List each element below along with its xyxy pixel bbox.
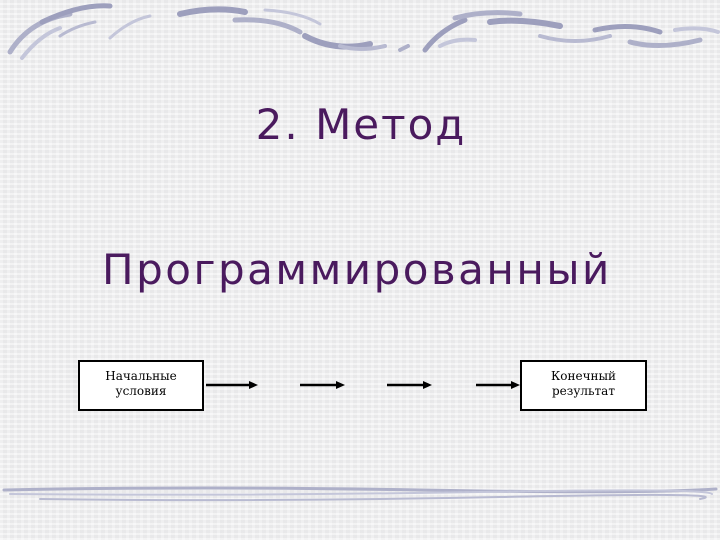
- flow-arrow-2: [300, 381, 345, 389]
- slide-title: 2. Метод: [0, 100, 720, 149]
- start-box-line1: Начальные: [80, 369, 202, 384]
- top-decorative-strokes: [0, 0, 720, 62]
- end-box-line1: Конечный: [522, 369, 645, 384]
- flow-arrow-1: [206, 381, 258, 389]
- slide-subtitle: Программированный: [102, 245, 612, 294]
- flow-arrow-3: [387, 381, 432, 389]
- end-result-box: Конечный результат: [520, 360, 647, 411]
- bottom-decorative-strokes: [0, 480, 720, 508]
- end-box-line2: результат: [522, 384, 645, 399]
- start-conditions-box: Начальные условия: [78, 360, 204, 411]
- start-box-line2: условия: [80, 384, 202, 399]
- flow-arrow-4: [476, 381, 520, 389]
